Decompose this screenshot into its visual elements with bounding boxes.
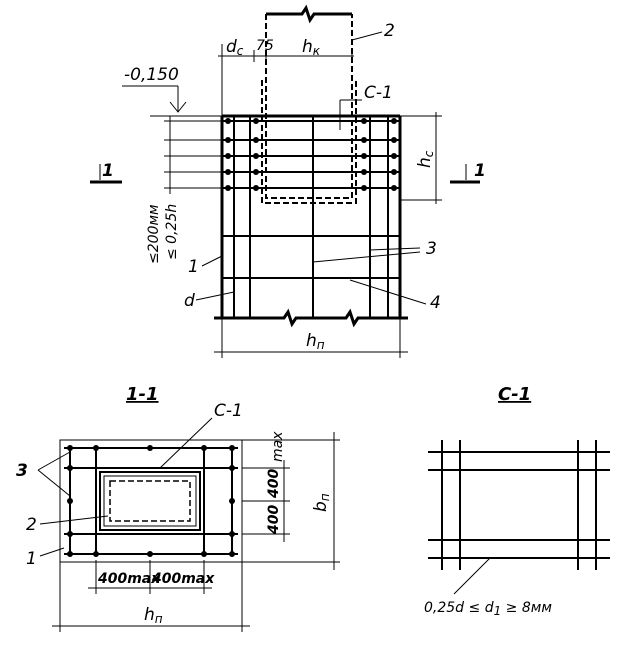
elev-callout-3: 3 xyxy=(426,239,437,259)
section-bar-dots xyxy=(67,445,235,557)
spacing-note-1: ≤200мм xyxy=(146,204,162,264)
sec-callout-1: 1 xyxy=(26,549,37,569)
column-top-break xyxy=(266,4,352,24)
bar-dots xyxy=(225,118,397,191)
dim-400-v1: 400 xyxy=(266,469,282,499)
section-1-1: 1-1 С-1 3 xyxy=(16,384,340,632)
dim-hc-label: hс xyxy=(415,150,436,168)
level-mark: -0,150 xyxy=(124,65,179,85)
elev-callout-c1: С-1 xyxy=(364,83,393,103)
sec-dim-bn: bп xyxy=(311,493,332,512)
section-mark-right: 1 xyxy=(474,161,486,181)
sec-callout-c1: С-1 xyxy=(214,401,243,421)
dim-max: max xyxy=(270,431,286,462)
elev-callout-4: 4 xyxy=(430,293,441,313)
dim-400-v2: 400 xyxy=(266,505,282,535)
elev-callout-1: 1 xyxy=(188,257,199,277)
section-1-1-title: 1-1 xyxy=(126,384,159,405)
section-column-outer xyxy=(99,471,201,531)
column-inner-dashed xyxy=(261,80,357,204)
mesh-c1-title: С-1 xyxy=(498,384,531,405)
section-mark-left: 1 xyxy=(102,161,114,181)
section-column-dashed xyxy=(109,480,191,522)
section-column-inner xyxy=(103,475,197,527)
column-outline-dashed xyxy=(265,14,353,199)
dim-75-label: 75 xyxy=(256,38,274,54)
sec-dim-hn: hп xyxy=(144,605,163,626)
bottom-bar-broken xyxy=(214,308,408,328)
dim-hk-label: hк xyxy=(302,37,321,58)
dim-dc-label: dc xyxy=(226,37,244,58)
dim-400max-b: 400max xyxy=(151,571,215,587)
sec-callout-2: 2 xyxy=(26,515,37,535)
elev-callout-2: 2 xyxy=(384,21,395,41)
mesh-c1: С-1 0,25d ≤ d1 ≥ 8мм xyxy=(424,384,610,618)
dim-400max-a: 400max xyxy=(97,571,161,587)
elevation-view: dc 75 hк 2 -0,150 С-1 hс 1 1 xyxy=(90,4,486,358)
spacing-note-2: ≤ 0,25h xyxy=(164,204,180,260)
mesh-c1-note: 0,25d ≤ d1 ≥ 8мм xyxy=(424,600,552,618)
elev-dim-hn: hп xyxy=(306,331,325,352)
elev-label-d: d xyxy=(184,291,195,311)
sec-callout-3: 3 xyxy=(16,461,28,481)
section-outer-contour xyxy=(59,439,243,563)
